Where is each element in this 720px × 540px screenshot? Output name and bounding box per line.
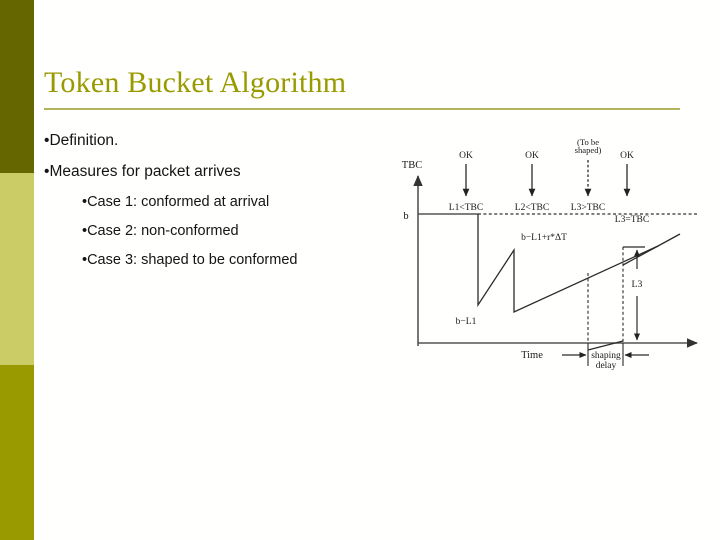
bullet-text: Definition. [49,132,119,149]
shaping-delay-label-line2: delay [596,361,617,371]
arrival-3-result: L3>TBC [571,203,605,213]
bullet-item-case-1: •Case 1: conformed at arrival [44,194,404,210]
bullet-text: Case 2: non-conformed [87,223,239,239]
drop-level-label: b−L1 [456,317,477,327]
arrival-2-result: L2<TBC [515,203,549,213]
sidebar-band-middle [0,173,34,365]
bullet-marker: • [82,223,88,239]
bullet-text: Measures for packet arrives [49,163,241,180]
bucket-level-trace-tail [622,233,681,266]
y-axis-label: TBC [402,160,422,171]
b-level-label: b [403,211,408,222]
bullet-list: •Definition. •Measures for packet arrive… [44,132,404,281]
bullet-item-measures: •Measures for packet arrives [44,163,404,180]
bullet-text: Case 3: shaped to be conformed [87,252,298,268]
bullet-marker: • [44,132,50,149]
sidebar-decoration [0,0,34,540]
arrival-3-status-line2: shaped) [575,145,602,155]
bullet-text: Case 1: conformed at arrival [87,194,270,210]
bucket-level-trace [477,214,659,314]
token-bucket-diagram: TBC b Time OK L1<TBC OK L2<TBC (To be sh… [392,134,712,384]
bullet-marker: • [82,194,88,210]
arrival-4-status: OK [620,151,634,161]
peak-level-label: b−L1+r*ΔT [521,233,567,243]
shaped-arrival-ramp [587,340,624,351]
title-underline-rule [44,108,680,110]
l3-span-label: L3 [632,279,643,290]
sidebar-band-top [0,0,34,173]
bullet-marker: • [82,252,88,268]
bullet-item-case-3: •Case 3: shaped to be conformed [44,252,404,268]
bullet-item-case-2: •Case 2: non-conformed [44,223,404,239]
x-axis-label: Time [521,350,543,361]
arrival-2-status: OK [525,151,539,161]
arrival-4-result: L3=TBC [615,215,649,225]
sidebar-band-bottom [0,365,34,540]
arrival-1-result: L1<TBC [449,203,483,213]
shaping-delay-label-line1: shaping [591,351,621,361]
arrival-3-status-line1: (To be [577,137,599,147]
bullet-marker: • [44,163,50,180]
bullet-item-definition: •Definition. [44,132,404,149]
page-title: Token Bucket Algorithm [44,66,347,99]
arrival-1-status: OK [459,151,473,161]
